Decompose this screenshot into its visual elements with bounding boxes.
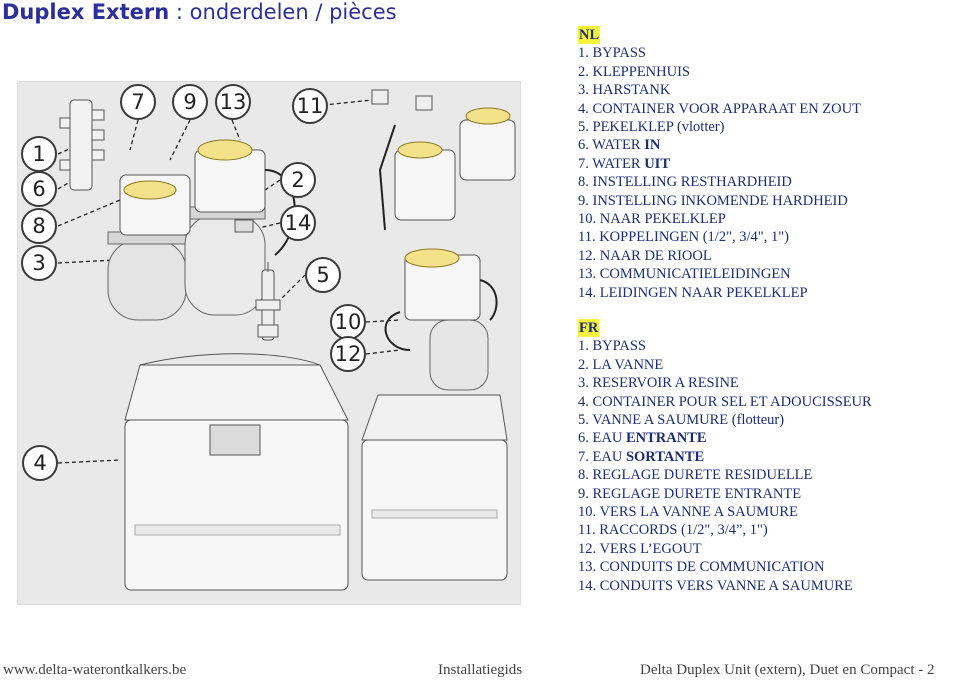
leader-7 (129, 119, 139, 151)
callout-5: 5 (305, 257, 341, 293)
nl-item: 1. BYPASS (578, 45, 646, 62)
brine-valve-part (255, 262, 281, 341)
fr-parts-list: FR 1. BYPASS 2. LA VANNE 3. RESERVOIR A … (578, 319, 872, 595)
fr-item: 10. VERS LA VANNE A SAUMURE (578, 504, 798, 521)
footer-product: Delta Duplex Unit (extern), Duet en Comp… (640, 662, 935, 679)
title-separator: : (175, 0, 183, 24)
nl-item-prefix: 6. WATER (578, 137, 645, 154)
nl-item: 12. NAAR DE RIOOL (578, 247, 712, 264)
leader-12 (365, 349, 401, 355)
callout-14: 14 (280, 205, 316, 241)
callout-3: 3 (21, 245, 57, 281)
nl-item: 4. CONTAINER VOOR APPARAAT EN ZOUT (578, 100, 861, 117)
page-title: Duplex Extern : onderdelen / pièces (2, 0, 397, 24)
leader-4 (57, 459, 121, 464)
fr-item: 5. VANNE A SAUMURE (flotteur) (578, 412, 785, 429)
nl-item: 6. WATER IN (578, 136, 861, 154)
nl-item: 13. COMMUNICATIELEIDINGEN (578, 266, 791, 283)
fr-item: 3. RESERVOIR A RESINE (578, 375, 739, 392)
nl-item: 5. PEKELKLEP (vlotter) (578, 119, 725, 136)
callout-13: 13 (215, 84, 251, 120)
nl-item: 8. INSTELLING RESTHARDHEID (578, 174, 792, 191)
right-top-valves (371, 89, 516, 231)
nl-item: 2. KLEPPENHUIS (578, 63, 690, 80)
nl-parts-list: NL 1. BYPASS 2. KLEPPENHUIS 3. HARSTANK … (578, 26, 861, 302)
leader-10 (365, 319, 401, 323)
page-number: - 2 (918, 662, 935, 678)
fr-item: 2. LA VANNE (578, 356, 664, 373)
leader-1 (57, 144, 79, 155)
left-resin-tanks (107, 206, 266, 321)
title-subtitle: onderdelen / pièces (189, 0, 397, 24)
fr-item: 1. BYPASS (578, 338, 646, 355)
fr-item: 11. RACCORDS (1/2", 3/4”, 1") (578, 522, 768, 539)
right-mid-valve-tank (384, 248, 498, 391)
leader-8 (57, 199, 121, 227)
nl-header: NL (578, 26, 601, 45)
title-brand: Duplex Extern (2, 0, 170, 24)
callout-9: 9 (172, 84, 208, 120)
leader-13 (231, 119, 241, 141)
callout-6: 6 (21, 171, 57, 207)
leader-5 (279, 274, 306, 301)
leader-11 (294, 99, 373, 109)
fr-item: 14. CONDUITS VERS VANNE A SAUMURE (578, 577, 853, 594)
nl-item-emphasis: UIT (644, 155, 670, 172)
bypass-part (59, 99, 105, 191)
callout-11: 11 (292, 88, 328, 124)
footer-guide: Installatiegids (438, 662, 523, 678)
fr-item-prefix: 7. EAU (578, 448, 626, 465)
callout-2: 2 (280, 162, 316, 198)
footer-product-name: Delta Duplex Unit (extern), Duet en Comp… (640, 662, 915, 678)
nl-item: 10. NAAR PEKELKLEP (578, 211, 726, 228)
nl-item-prefix: 7. WATER (578, 155, 645, 172)
nl-item: 3. HARSTANK (578, 82, 671, 99)
nl-item: 7. WATER UIT (578, 155, 861, 173)
fr-item-emphasis: ENTRANTE (625, 430, 707, 447)
callout-7: 7 (120, 84, 156, 120)
footer-website[interactable]: www.delta-waterontkalkers.be (3, 662, 187, 678)
salt-container-small (361, 394, 508, 581)
callout-12: 12 (330, 336, 366, 372)
fr-item: 13. CONDUITS DE COMMUNICATION (578, 559, 825, 576)
fr-item: 12. VERS L’EGOUT (578, 540, 702, 557)
fr-header: FR (578, 319, 600, 338)
nl-item: 9. INSTELLING INKOMENDE HARDHEID (578, 192, 848, 209)
leader-9 (169, 119, 191, 161)
left-valve-bodies (119, 139, 296, 256)
fr-item: 7. EAU SORTANTE (578, 448, 872, 466)
fr-item: 4. CONTAINER POUR SEL ET ADOUCISSEUR (578, 393, 872, 410)
salt-container-large (124, 353, 349, 591)
leader-3 (57, 259, 116, 264)
nl-item: 14. LEIDINGEN NAAR PEKELKLEP (578, 284, 808, 301)
fr-item: 6. EAU ENTRANTE (578, 429, 872, 447)
fr-item-prefix: 6. EAU (578, 430, 626, 447)
fr-item: 9. REGLAGE DURETE ENTRANTE (578, 485, 802, 502)
callout-10: 10 (330, 304, 366, 340)
callout-8: 8 (21, 208, 57, 244)
fr-item-emphasis: SORTANTE (625, 448, 705, 465)
callout-1: 1 (21, 136, 57, 172)
fr-item: 8. REGLAGE DURETE RESIDUELLE (578, 467, 813, 484)
nl-item-emphasis: IN (644, 137, 661, 154)
callout-4: 4 (22, 445, 58, 481)
nl-item: 11. KOPPELINGEN (1/2", 3/4", 1") (578, 229, 789, 246)
leader-14 (249, 222, 281, 231)
